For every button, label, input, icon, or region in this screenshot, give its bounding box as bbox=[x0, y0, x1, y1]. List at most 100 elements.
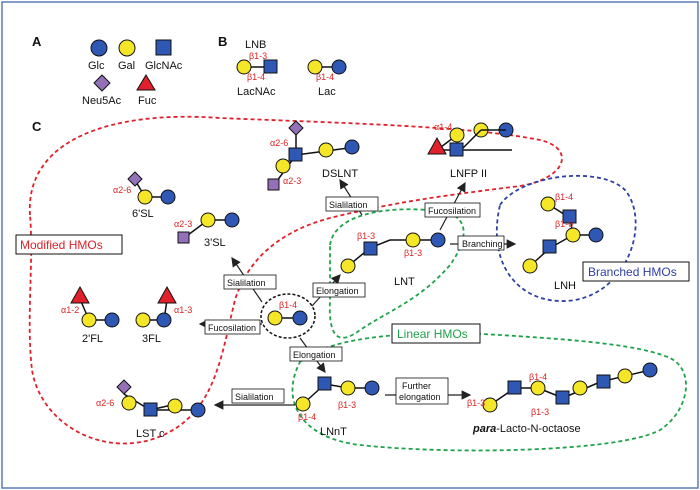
neu5ac-icon bbox=[177, 231, 190, 244]
branched-hmos-outline bbox=[495, 174, 637, 302]
neu5ac-icon bbox=[116, 379, 132, 395]
legend-fuc: Fuc bbox=[138, 95, 157, 107]
glc-icon bbox=[292, 310, 308, 326]
action-label-line2: elongation bbox=[399, 392, 441, 402]
glcnac-icon bbox=[596, 374, 611, 389]
branched-hmos-label: Branched HMOs bbox=[588, 265, 677, 279]
action-sialilation-dslnt: Sialilation bbox=[325, 196, 379, 212]
glc-icon bbox=[190, 402, 206, 418]
lstc-label: LST c bbox=[136, 428, 165, 440]
lstc-link-label: α2-6 bbox=[96, 398, 114, 408]
glcnac-icon bbox=[143, 402, 158, 417]
glc-icon bbox=[160, 189, 176, 205]
gal-icon bbox=[200, 212, 216, 228]
action-label: Elongation bbox=[293, 350, 336, 360]
action-fucosilation-fl: Fucosilation bbox=[204, 319, 261, 335]
dslnt-label: DSLNT bbox=[322, 168, 358, 180]
legend-gal: Gal bbox=[118, 60, 135, 72]
neu5ac-icon bbox=[288, 120, 304, 136]
lnt-link-b13-a: β1-3 bbox=[357, 231, 375, 241]
glc-icon bbox=[588, 227, 604, 243]
action-elongation-lnt: Elongation bbox=[312, 282, 366, 298]
glcnac-icon bbox=[288, 147, 303, 162]
fuc-icon bbox=[427, 136, 447, 155]
action-further-elongation: Further elongation bbox=[395, 377, 449, 405]
branched-hmos-box bbox=[582, 261, 690, 282]
fl2-label: 2'FL bbox=[82, 333, 103, 345]
lactose-core-outline bbox=[260, 293, 316, 339]
plno-label-rest: -Lacto-N-octaose bbox=[496, 423, 580, 435]
glc-icon bbox=[104, 312, 120, 328]
glc-icon bbox=[344, 139, 360, 155]
glcnac-icon bbox=[155, 39, 172, 56]
gal-icon bbox=[135, 312, 151, 328]
gal-icon bbox=[267, 310, 283, 326]
action-label: Fucosilation bbox=[208, 323, 256, 333]
panel-c-label: C bbox=[32, 119, 42, 134]
action-label: Elongation bbox=[316, 286, 359, 296]
legend-neu5ac: Neu5Ac bbox=[82, 95, 122, 107]
fl2-link-label: α1-2 bbox=[61, 305, 79, 315]
linear-hmos-label: Linear HMOs bbox=[397, 327, 468, 341]
lnh-link-b16: β1-6 bbox=[555, 219, 573, 229]
lnb-link-label: β1-3 bbox=[249, 51, 267, 61]
glcnac-icon bbox=[263, 59, 278, 74]
gal-icon bbox=[167, 398, 183, 414]
fl3-link-label: α1-3 bbox=[174, 305, 192, 315]
neu5ac-icon bbox=[267, 178, 280, 191]
gal-icon bbox=[236, 59, 252, 75]
dslnt-link-a23: α2-3 bbox=[283, 176, 301, 186]
glcnac-icon bbox=[507, 380, 522, 395]
action-sialilation-sl: Sialilation bbox=[223, 274, 277, 290]
panel-b-label: B bbox=[218, 34, 227, 49]
fuc-icon bbox=[70, 285, 90, 304]
legend-glc: Glc bbox=[88, 60, 105, 72]
glc-icon bbox=[156, 312, 172, 328]
lnh-link-b14: β1-4 bbox=[555, 192, 573, 202]
action-sialilation-lstc: Sialilation bbox=[231, 388, 285, 404]
bond bbox=[462, 129, 482, 149]
glcnac-icon bbox=[363, 241, 378, 256]
lac-link-label: β1-4 bbox=[316, 72, 334, 82]
gal-icon bbox=[405, 232, 421, 248]
linear-hmos-box bbox=[391, 323, 481, 344]
gal-icon bbox=[565, 227, 581, 243]
gal-icon bbox=[275, 158, 291, 174]
gal-icon bbox=[307, 59, 323, 75]
fl3-label: 3FL bbox=[142, 333, 161, 345]
action-label: Branching bbox=[462, 239, 503, 249]
plno-link-b14: β1-4 bbox=[529, 372, 547, 382]
glc-icon bbox=[224, 212, 240, 228]
sl3-link-label: α2-3 bbox=[174, 219, 192, 229]
lnnt-link-b13: β1-3 bbox=[338, 400, 356, 410]
neu5ac-icon bbox=[93, 74, 111, 92]
action-label: Fucosilation bbox=[428, 206, 476, 216]
lacnac-link-label: β1-4 bbox=[247, 72, 265, 82]
action-label: Sialilation bbox=[235, 392, 274, 402]
gal-icon bbox=[449, 127, 465, 143]
lnt-label: LNT bbox=[394, 276, 415, 288]
modified-hmos-label: Modified HMOs bbox=[20, 238, 103, 252]
fuc-icon bbox=[136, 74, 156, 91]
modified-hmos-box bbox=[15, 234, 123, 255]
glcnac-icon bbox=[317, 376, 332, 391]
lnt-link-b13-b: β1-3 bbox=[404, 248, 422, 258]
lnnt-link-b14: β1-4 bbox=[298, 412, 316, 422]
lnfp2-link-label: α1-4 bbox=[434, 122, 452, 132]
glcnac-icon bbox=[449, 142, 464, 157]
gal-icon bbox=[118, 39, 136, 57]
action-label: Sialilation bbox=[227, 278, 266, 288]
dslnt-link-a26: α2-6 bbox=[270, 138, 288, 148]
gal-icon bbox=[482, 397, 498, 413]
lnh-label: LNH bbox=[554, 280, 576, 292]
gal-icon bbox=[318, 142, 334, 158]
gal-icon bbox=[340, 258, 356, 274]
action-label-line1: Further bbox=[402, 381, 431, 391]
glc-icon bbox=[642, 362, 658, 378]
glc-icon bbox=[430, 232, 446, 248]
glcnac-icon bbox=[555, 390, 570, 405]
gal-icon bbox=[617, 368, 633, 384]
